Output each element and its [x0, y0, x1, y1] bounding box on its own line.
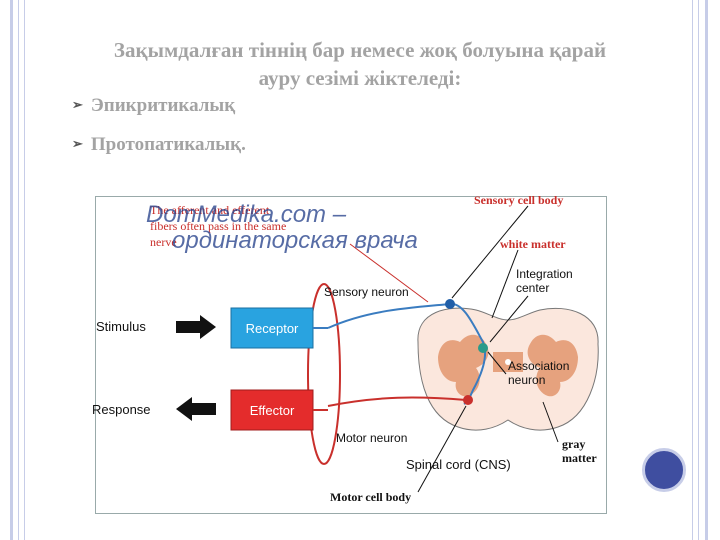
association-neuron-body — [478, 343, 488, 353]
left-stripe-1 — [10, 0, 13, 540]
arrow-bullet-icon: ➢ — [72, 136, 83, 151]
note-line-1: The afferent and efferent — [150, 203, 270, 217]
navigation-circle-icon — [642, 448, 686, 492]
note-line-3: nerve — [150, 235, 177, 249]
gray-matter-label-1: gray — [562, 437, 585, 451]
bullet-text: Протопатикалық. — [90, 134, 246, 155]
effector-label: Effector — [250, 403, 295, 418]
spinal-cord-label: Spinal cord (CNS) — [406, 457, 511, 472]
integration-label-1: Integration — [516, 267, 573, 281]
slide-title-line-2: ауру сезімі жіктеледі: — [258, 66, 462, 90]
white-matter-label: white matter — [500, 237, 566, 251]
motor-cell-body-label: Motor cell body — [330, 490, 411, 504]
left-stripe-2 — [18, 0, 19, 540]
watermark-line-1: DomMedika.com – — [146, 201, 347, 228]
motor-neuron-path — [327, 396, 467, 407]
gray-matter-label-2: matter — [562, 451, 597, 465]
leader-lines — [349, 205, 559, 493]
motor-neuron-label: Motor neuron — [336, 431, 407, 445]
receptor-label: Receptor — [246, 321, 299, 336]
nerve-ellipse — [307, 283, 341, 465]
slide-title-line-1: Зақымдалған тіннің бар немесе жоқ болуын… — [113, 38, 607, 62]
sensory-neuron-path — [327, 302, 487, 405]
slide-title: Зақымдалған тіннің бар немесе жоқ болуын… — [60, 36, 660, 92]
sensory-cell-body-label: Sensory cell body — [474, 193, 563, 207]
effector-box — [230, 389, 314, 431]
right-stripe-2 — [698, 0, 699, 540]
note-line-2: fibers often pass in the same — [150, 219, 286, 233]
sensory-cell-body — [445, 299, 455, 309]
bullet-item-2: ➢ Протопатикалық. — [72, 134, 246, 156]
motor-cell-body — [463, 395, 473, 405]
right-stripe-3 — [705, 0, 708, 540]
left-stripe-3 — [24, 0, 25, 540]
association-label-1: Association — [508, 359, 569, 373]
association-label-2: neuron — [508, 373, 545, 387]
right-stripe-1 — [692, 0, 693, 540]
bullet-text: Эпикритикалық — [90, 95, 236, 116]
sensory-neuron-label: Sensory neuron — [324, 285, 409, 299]
arrow-bullet-icon: ➢ — [72, 97, 83, 112]
stimulus-arrow-icon — [176, 315, 216, 339]
integration-label-2: center — [516, 281, 549, 295]
bullet-item-1: ➢ Эпикритикалық — [72, 95, 235, 117]
reflex-arc-diagram: Receptor Effector Stimulus Response Sens… — [92, 193, 599, 504]
receptor-box — [230, 307, 314, 349]
response-arrow-icon — [176, 397, 216, 421]
watermark-line-2: ординаторская врача — [172, 227, 418, 254]
response-label: Response — [92, 402, 151, 417]
stimulus-label: Stimulus — [96, 319, 146, 334]
